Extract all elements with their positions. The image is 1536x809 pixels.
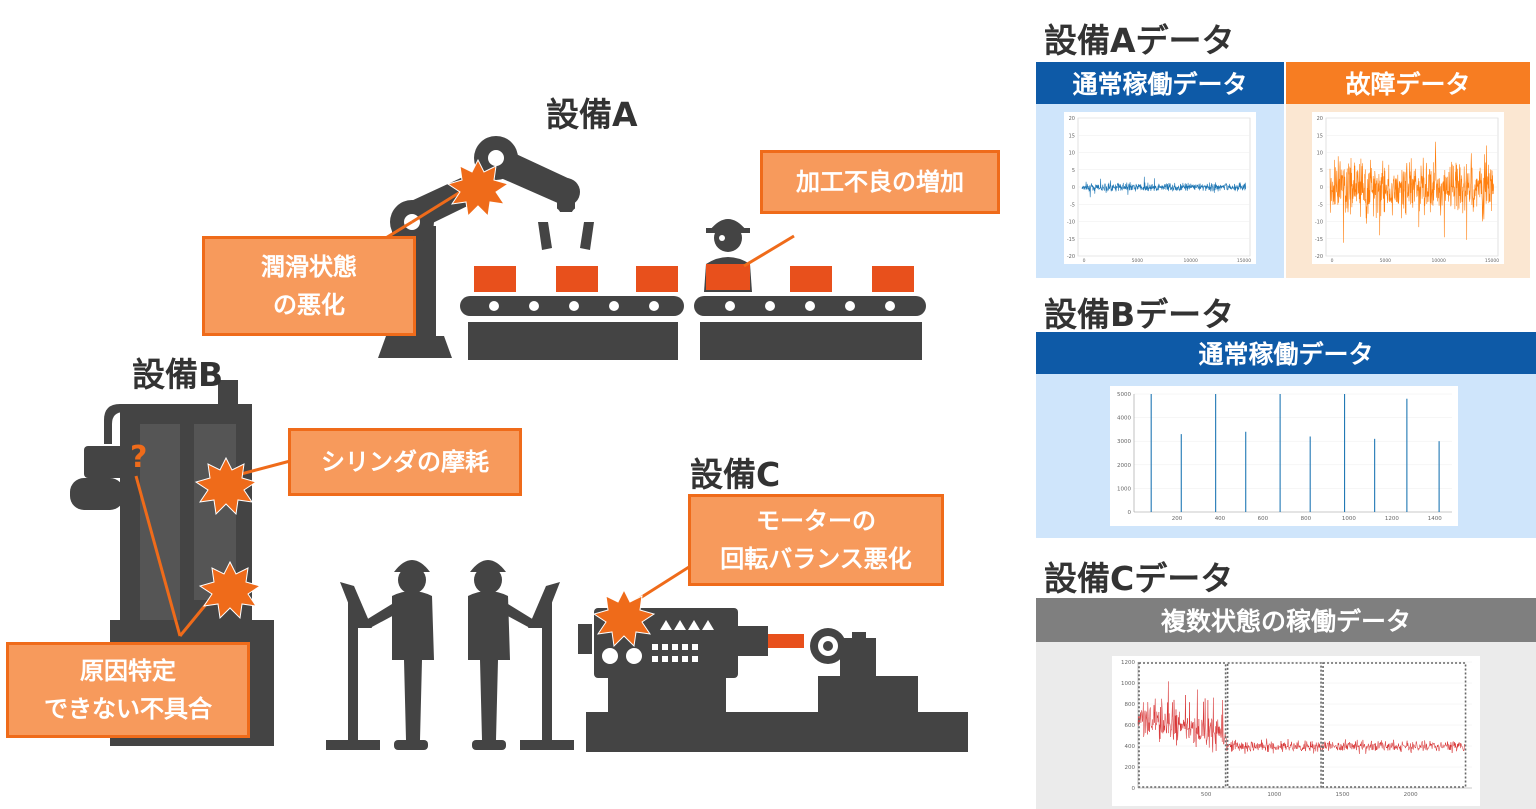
y-tick-label: 2000: [1117, 463, 1131, 469]
x-tick-label: 800: [1301, 516, 1312, 522]
state-region-box: [1138, 662, 1227, 788]
callout-cylinder: シリンダの摩耗: [288, 428, 522, 496]
state-region-box: [1226, 662, 1322, 788]
y-tick-label: 0: [1320, 185, 1323, 191]
x-tick-label: 600: [1258, 516, 1269, 522]
x-tick-label: 1500: [1335, 792, 1349, 798]
y-tick-label: 1200: [1121, 660, 1135, 666]
conveyor-a: [460, 266, 926, 360]
x-tick-label: 2000: [1404, 792, 1418, 798]
panel-c-title: 設備Cデータ: [1044, 559, 1234, 598]
callout-unknown: 原因特定 できない不具合: [6, 642, 250, 738]
label-equip-c: 設備C: [690, 455, 781, 494]
callout-motor: モーターの 回転バランス悪化: [688, 494, 944, 586]
callout-processing: 加工不良の増加: [760, 150, 1000, 214]
x-tick-label: 5000: [1380, 258, 1392, 264]
y-tick-label: 10: [1317, 151, 1323, 157]
panel-c-header: 複数状態の稼働データ: [1036, 598, 1536, 642]
y-tick-label: 15: [1069, 133, 1075, 139]
y-tick-label: 20: [1317, 116, 1323, 122]
fault-starbursts: [194, 158, 656, 648]
x-tick-label: 1000: [1267, 792, 1281, 798]
y-tick-label: 1000: [1121, 681, 1135, 687]
panel-a-fault-header: 故障データ: [1286, 62, 1530, 104]
burst-press: [198, 560, 262, 620]
y-tick-label: -10: [1067, 220, 1075, 226]
x-tick-label: 10000: [1184, 258, 1198, 264]
x-tick-label: 200: [1172, 516, 1183, 522]
x-tick-label: 400: [1215, 516, 1226, 522]
panel-a-title: 設備Aデータ: [1044, 21, 1235, 60]
chart-b-normal: 5000 4000 3000 2000 1000 0 200 400 600 800 1000 120…: [1110, 386, 1458, 526]
y-tick-label: 1000: [1117, 486, 1131, 492]
series-line: [1137, 681, 1465, 755]
y-tick-label: 5: [1072, 168, 1075, 174]
y-tick-label: 800: [1125, 702, 1136, 708]
burst-motor: [592, 588, 656, 648]
workers-panels: [326, 560, 574, 750]
panel-b-normal-header: 通常稼働データ: [1036, 332, 1536, 374]
label-equip-b: 設備B: [132, 355, 224, 394]
y-tick-label: 5: [1320, 168, 1323, 174]
y-tick-label: -5: [1318, 202, 1323, 208]
x-tick-label: 15000: [1237, 258, 1251, 264]
series-line: [1081, 176, 1246, 198]
y-tick-label: 20: [1069, 116, 1075, 122]
y-tick-label: -10: [1315, 220, 1323, 226]
chart-a-fault: 20 15 10 5 0 -5 -10 -15 -20 0 5000 10000 15000: [1312, 112, 1504, 264]
panel-b-title: 設備Bデータ: [1044, 295, 1235, 334]
y-tick-label: 5000: [1117, 392, 1131, 398]
y-tick-label: 0: [1072, 185, 1075, 191]
y-tick-label: 10: [1069, 151, 1075, 157]
series-line: [1329, 141, 1494, 243]
y-tick-label: 400: [1125, 744, 1136, 750]
x-tick-label: 0: [1083, 258, 1086, 264]
x-tick-label: 15000: [1485, 258, 1499, 264]
x-tick-label: 1400: [1428, 516, 1442, 522]
x-tick-label: 5000: [1132, 258, 1144, 264]
x-tick-label: 0: [1331, 258, 1334, 264]
y-tick-label: 200: [1125, 765, 1136, 771]
y-tick-label: -20: [1067, 254, 1075, 260]
y-tick-label: 600: [1125, 723, 1136, 729]
y-tick-label: 4000: [1117, 416, 1131, 422]
x-tick-label: 10000: [1432, 258, 1446, 264]
y-tick-label: 0: [1128, 510, 1132, 516]
x-tick-label: 500: [1201, 792, 1212, 798]
x-tick-label: 1000: [1342, 516, 1356, 522]
burst-arm: [446, 158, 510, 218]
state-region-box: [1322, 662, 1467, 788]
y-tick-label: 3000: [1117, 439, 1131, 445]
y-tick-label: -5: [1070, 202, 1075, 208]
label-equip-a: 設備A: [546, 95, 638, 134]
y-tick-label: -15: [1315, 237, 1323, 243]
y-tick-label: -15: [1067, 237, 1075, 243]
callout-lubrication: 潤滑状態 の悪化: [202, 236, 416, 336]
y-tick-label: -20: [1315, 254, 1323, 260]
panel-a-normal-header: 通常稼働データ: [1036, 62, 1284, 104]
x-tick-label: 1200: [1385, 516, 1399, 522]
y-tick-label: 0: [1132, 786, 1136, 792]
y-tick-label: 15: [1317, 133, 1323, 139]
burst-cylinder: [194, 456, 258, 516]
lathe-machine: [578, 608, 968, 752]
question-mark-icon: ?: [130, 440, 148, 475]
chart-a-normal: 20 15 10 5 0 -5 -10 -15 -20 0 5000 10000 15000: [1064, 112, 1256, 264]
